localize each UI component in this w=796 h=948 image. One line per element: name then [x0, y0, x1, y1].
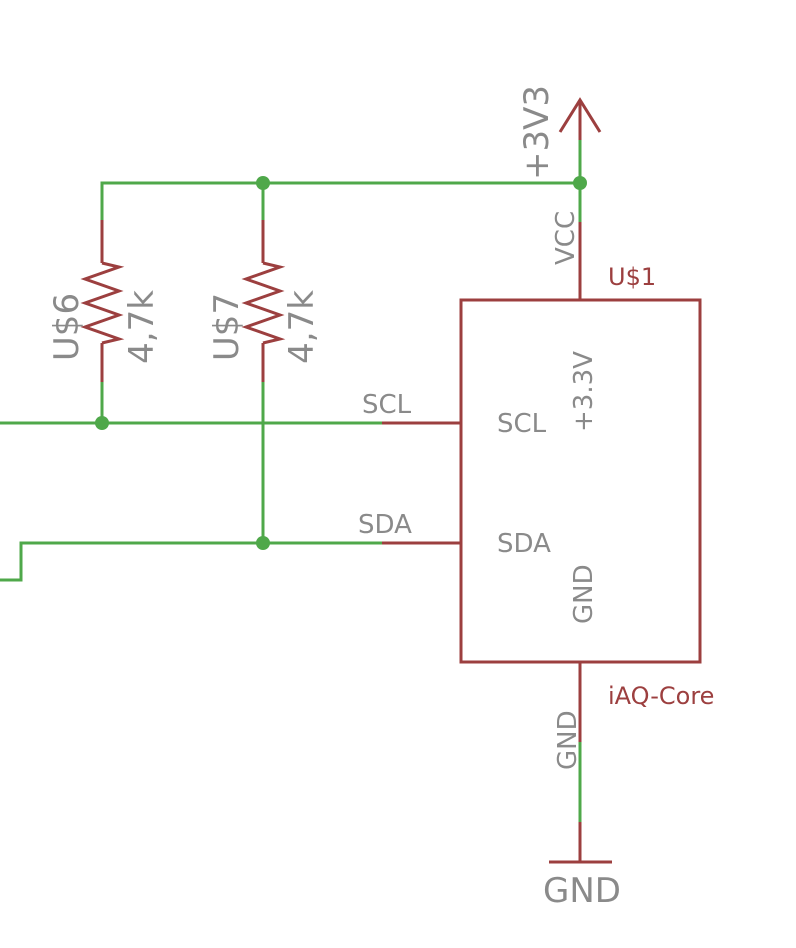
- net-label-scl: SCL: [362, 390, 412, 420]
- resistor-u7-value: 4,7k: [282, 290, 322, 364]
- wire-sda[interactable]: [0, 541, 384, 582]
- ic-ref-label: U$1: [608, 263, 656, 291]
- supply-arrow-icon[interactable]: [558, 97, 602, 140]
- ic-pin-label-gnd: GND: [569, 564, 599, 624]
- resistor-u6[interactable]: [80, 220, 125, 382]
- junction-dot: [95, 416, 109, 430]
- parts: [80, 97, 702, 864]
- junction-dot: [256, 536, 270, 550]
- resistor-u7[interactable]: [241, 220, 286, 382]
- wires: [0, 138, 582, 824]
- resistor-u6-ref: U$6: [47, 293, 87, 361]
- ic-pin-label-sda: SDA: [497, 529, 551, 559]
- pin-name-vcc: VCC: [551, 211, 581, 265]
- supply-3v3-label: +3V3: [517, 85, 557, 180]
- junction-dot: [256, 176, 270, 190]
- supply-gnd-label: GND: [543, 871, 621, 911]
- resistor-u6-value: 4,7k: [122, 290, 162, 364]
- net-label-sda: SDA: [358, 510, 412, 540]
- ic-pin-label-scl: SCL: [497, 409, 547, 439]
- resistor-u7-ref: U$7: [207, 293, 247, 361]
- ic-name-label: iAQ-Core: [608, 682, 714, 710]
- ic-pin-label-vcc: +3.3V: [569, 351, 599, 432]
- junction-dot: [573, 176, 587, 190]
- junctions: [95, 176, 587, 550]
- pin-name-gnd: GND: [553, 710, 583, 770]
